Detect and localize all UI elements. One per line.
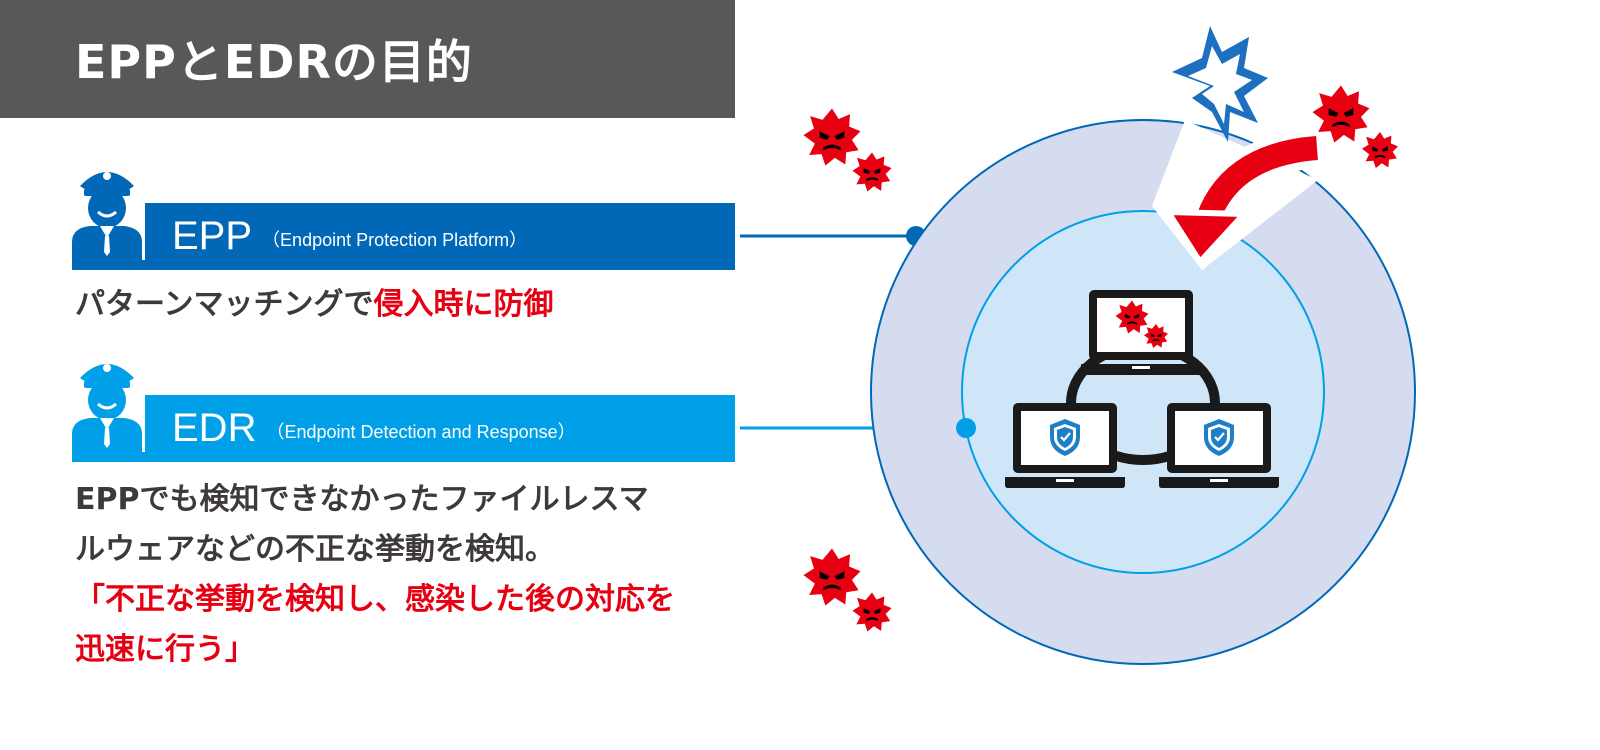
- page-title: EPPとEDRの目的: [75, 35, 473, 89]
- malware-virus-icon: [852, 592, 892, 632]
- edr-band: EDR （Endpoint Detection and Response）: [145, 395, 735, 462]
- protection-diagram: [740, 26, 1416, 665]
- epp-band-strip: [73, 260, 145, 270]
- epp-full-name: （Endpoint Protection Platform）: [262, 229, 528, 250]
- edr-band-strip: [73, 452, 145, 462]
- title-bar: EPPとEDRの目的: [0, 0, 735, 118]
- malware-virus-icon: [1362, 132, 1398, 168]
- security-guard-icon: [72, 172, 142, 270]
- edr-name: EDR: [172, 406, 257, 450]
- edr-description: EPPでも検知できなかったファイルレスマ ルウェアなどの不正な挙動を検知。 「不…: [75, 475, 675, 675]
- epp-band: EPP （Endpoint Protection Platform）: [145, 203, 735, 270]
- malware-virus-icon: [1312, 85, 1370, 143]
- edr-inner-ring: [961, 210, 1325, 574]
- epp-description: パターンマッチングで侵入時に防御: [75, 280, 554, 330]
- malware-virus-icon: [803, 548, 861, 606]
- epp-desc-highlight: 侵入時に防御: [373, 287, 554, 322]
- edr-connector-dot: [956, 418, 976, 438]
- edr-desc-highlight-line1: 「不正な挙動を検知し、感染した後の対応を: [75, 582, 675, 617]
- edr-desc-highlight-line2: 迅速に行う」: [75, 632, 255, 667]
- edr-desc-line2: ルウェアなどの不正な挙動を検知。: [75, 532, 555, 567]
- edr-full-name: （Endpoint Detection and Response）: [266, 421, 576, 442]
- epp-desc-plain: パターンマッチングで: [75, 287, 374, 322]
- security-guard-icon: [72, 364, 142, 462]
- edr-desc-line1: EPPでも検知できなかったファイルレスマ: [75, 482, 649, 517]
- malware-virus-icon: [803, 108, 861, 166]
- epp-name: EPP: [172, 214, 253, 258]
- malware-virus-icon: [852, 152, 892, 192]
